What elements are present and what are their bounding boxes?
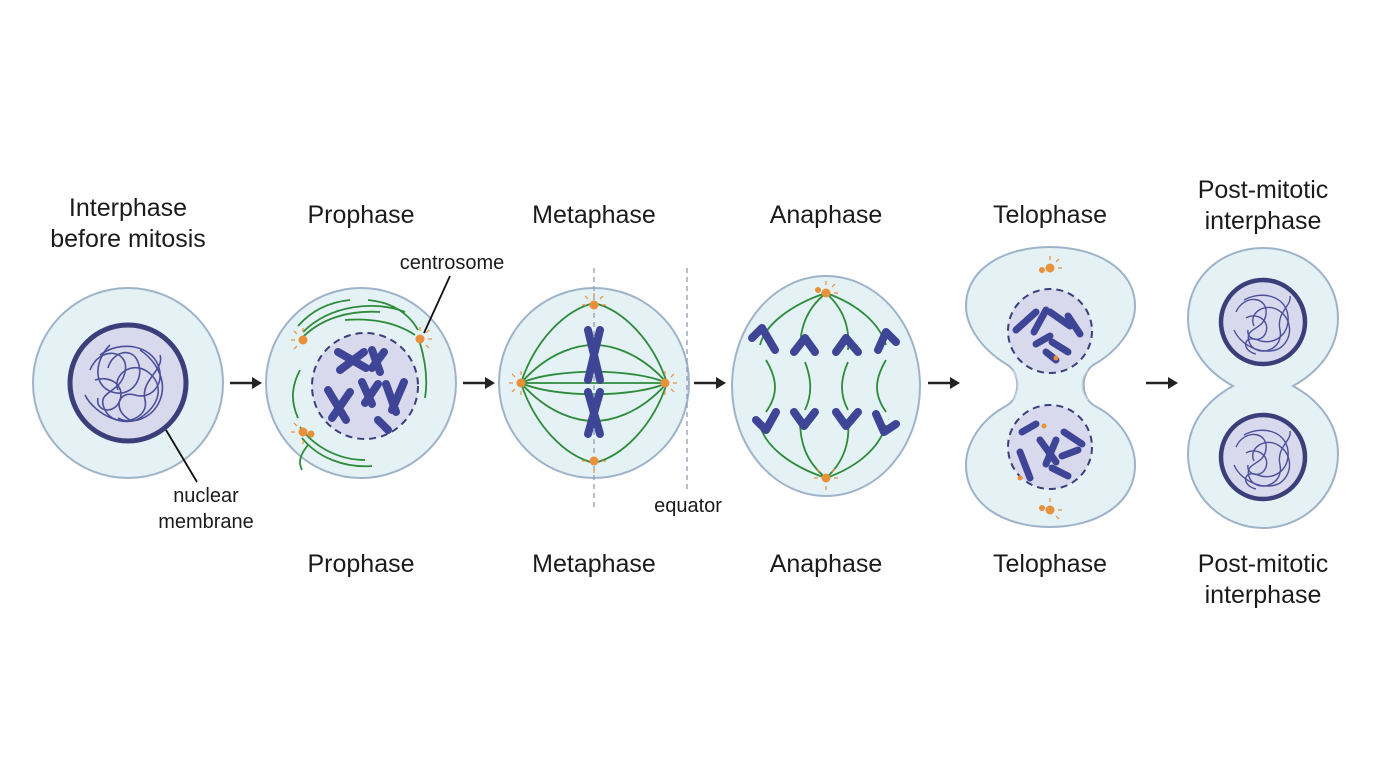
label-prophase-bottom: Prophase [307, 550, 414, 578]
right-arrow-icon [1146, 377, 1178, 389]
chromosome-icon [874, 328, 900, 354]
chromosome-icon [1018, 420, 1040, 436]
chromatin-post-mitotic [1233, 294, 1291, 490]
spindle-fibers-prophase [292, 299, 428, 471]
centrosome-icon [291, 328, 308, 350]
chromosome-icon [584, 388, 604, 438]
annotations: nuclear membrane centrosome equator [158, 252, 722, 533]
chromosome-icon [1048, 464, 1072, 480]
chromosome-icon [1012, 308, 1040, 334]
label-metaphase-bottom: Metaphase [532, 550, 656, 578]
chromosomes-prophase [324, 346, 408, 434]
centrosome-icon [814, 468, 838, 490]
chromosome-icon [336, 348, 368, 374]
chromosome-icon [584, 326, 604, 384]
nucleus-interphase [67, 322, 189, 444]
right-arrow-icon [928, 377, 960, 389]
centrosome-icon [509, 371, 526, 395]
chromosome-icon [361, 380, 382, 407]
pointer-centrosome [423, 275, 451, 334]
top-labels: Interphase before mitosis Prophase Metap… [50, 176, 1328, 253]
label-post-mitotic-top-line1: Post-mitotic [1198, 176, 1329, 204]
label-post-mitotic-top-line2: interphase [1205, 207, 1322, 235]
annotation-centrosome: centrosome [400, 252, 505, 274]
chromosome-icon [1064, 312, 1084, 338]
centrosome-icon [1039, 256, 1062, 273]
telophase-furrow-marks [1011, 369, 1089, 401]
label-metaphase-top: Metaphase [532, 201, 656, 229]
annotation-nuclear-membrane-line2: membrane [158, 511, 254, 533]
centrosome-icon [582, 456, 606, 473]
label-telophase-bottom: Telophase [993, 550, 1107, 578]
centrosome-icon [660, 371, 677, 395]
chromosomes-anaphase [748, 324, 900, 436]
chromosomes-telophase [1012, 306, 1086, 482]
telophase-centrioles [1017, 355, 1059, 481]
centrosome-icon [815, 281, 838, 298]
chromosome-icon [1058, 446, 1082, 460]
cell-anaphase [731, 275, 921, 497]
stage-post-mitotic [1186, 246, 1340, 530]
chromosome-icon [1060, 428, 1086, 448]
stage-metaphase [498, 268, 690, 508]
chromosome-icon [832, 408, 862, 430]
chromosome-icon [1032, 332, 1054, 348]
stage-interphase [32, 287, 224, 483]
chromosome-icon [790, 408, 819, 430]
chromosome-icon [388, 378, 408, 414]
stage-anaphase [731, 275, 921, 497]
chromosome-icon [1030, 306, 1050, 336]
annotation-equator: equator [654, 495, 722, 517]
centrosome-icon [291, 422, 315, 444]
chromosomes-metaphase [584, 326, 604, 438]
chromosome-icon [328, 388, 354, 422]
chromosome-icon [374, 416, 392, 434]
stage-telophase [964, 245, 1137, 529]
chromosome-icon [1046, 308, 1074, 330]
label-post-mitotic-bottom-line2: interphase [1205, 581, 1322, 609]
chromosome-icon [1016, 448, 1034, 482]
label-prophase-top: Prophase [307, 201, 414, 229]
centrosome-icon [582, 293, 606, 310]
chromosome-icon [872, 410, 900, 436]
stage-prophase [265, 275, 457, 479]
stage-arrows [230, 377, 1178, 389]
chromosome-icon [1048, 338, 1072, 356]
right-arrow-icon [463, 377, 495, 389]
chromosome-icon [790, 334, 819, 356]
right-arrow-icon [230, 377, 262, 389]
chromosome-icon [748, 324, 779, 354]
chromosome-icon [1042, 436, 1060, 468]
chromosome-icon [368, 348, 388, 372]
right-arrow-icon [694, 377, 726, 389]
chromatin-interphase [84, 344, 164, 423]
label-anaphase-top: Anaphase [770, 201, 883, 229]
label-post-mitotic-bottom-line1: Post-mitotic [1198, 550, 1329, 578]
label-interphase-line1: Interphase [69, 194, 187, 222]
bottom-labels: Prophase Metaphase Anaphase Telophase Po… [307, 550, 1328, 609]
annotation-nuclear-membrane-line1: nuclear [173, 485, 239, 507]
centrosome-icon [415, 327, 432, 349]
chromosome-icon [832, 334, 862, 356]
centrosome-icon [1039, 498, 1062, 520]
chromosome-icon [752, 408, 780, 434]
pointer-nuclear-membrane [165, 429, 198, 483]
label-telophase-top: Telophase [993, 201, 1107, 229]
label-anaphase-bottom: Anaphase [770, 550, 883, 578]
label-interphase-line2: before mitosis [50, 225, 206, 253]
